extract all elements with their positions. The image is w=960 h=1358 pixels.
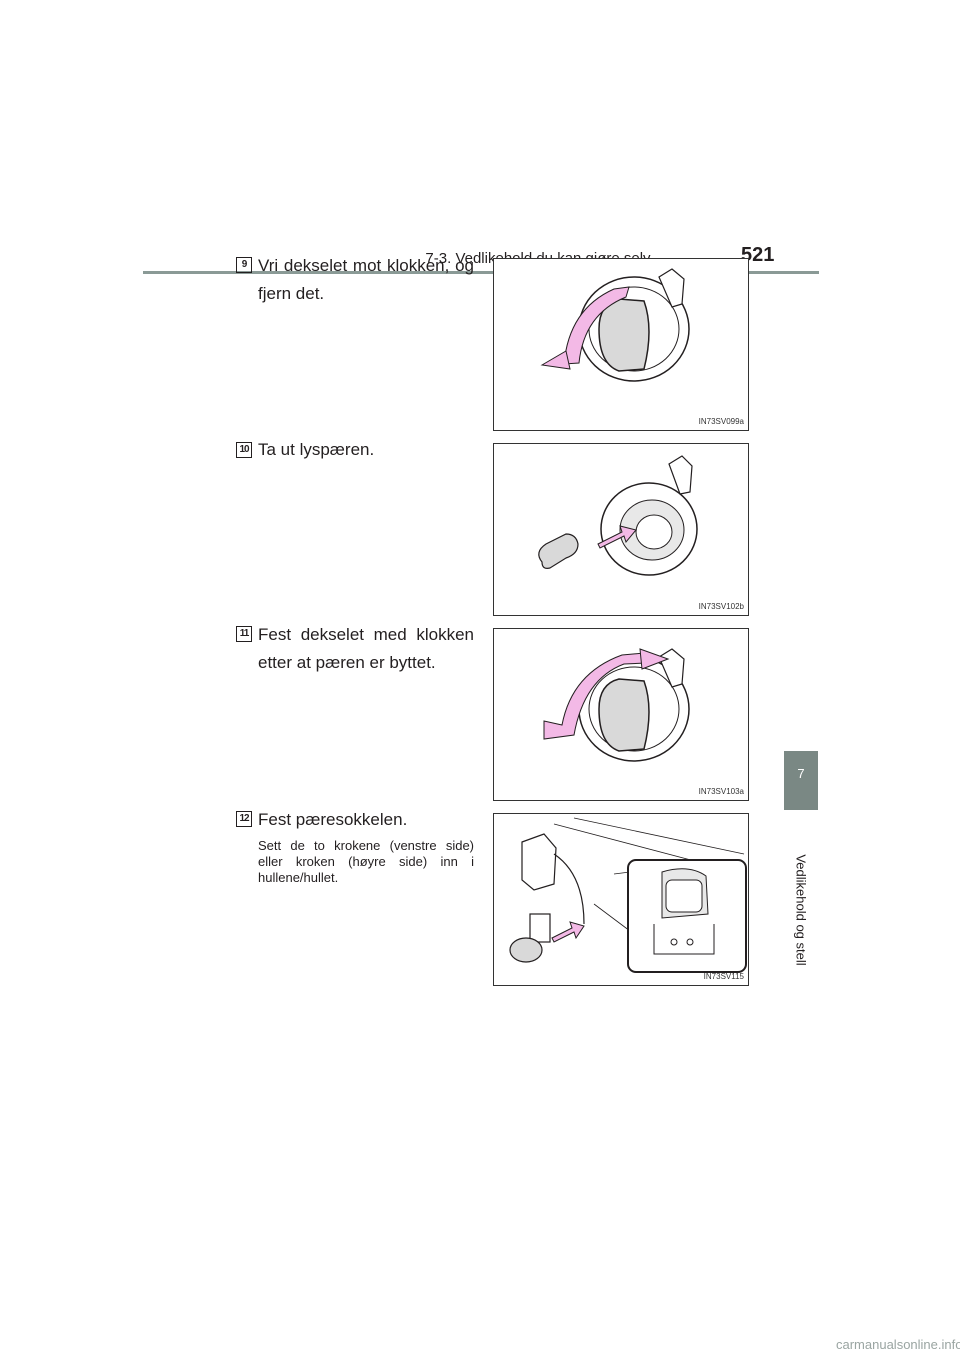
bulb-socket-install-illustration bbox=[509, 817, 747, 973]
step-note-12: Sett de to krokene (venstre side) eller … bbox=[258, 838, 474, 885]
step-text-10: Ta ut lyspæren. bbox=[258, 440, 375, 459]
socket-cover-removal-illustration bbox=[540, 268, 690, 382]
step-number-10: 10 bbox=[236, 442, 252, 458]
step-number-9: 9 bbox=[236, 257, 252, 273]
figure-code-9: IN73SV099a bbox=[698, 417, 744, 426]
watermark: carmanualsonline.info bbox=[836, 1337, 960, 1352]
chapter-tab bbox=[784, 751, 818, 810]
figure-code-12: IN73SV115 bbox=[703, 972, 744, 981]
socket-cover-install-illustration bbox=[543, 648, 690, 762]
figure-10: IN73SV102b bbox=[493, 443, 749, 616]
step-number-12: 12 bbox=[236, 811, 252, 827]
figure-code-10: IN73SV102b bbox=[698, 602, 744, 611]
figure-9: IN73SV099a bbox=[493, 258, 749, 431]
figure-11: IN73SV103a bbox=[493, 628, 749, 801]
bulb-removal-illustration bbox=[538, 455, 698, 576]
page-number: 521 bbox=[741, 244, 775, 266]
figure-code-11: IN73SV103a bbox=[698, 787, 744, 796]
step-text-9: Vri dekselet mot klokken, og fjern det. bbox=[258, 256, 474, 303]
chapter-number: 7 bbox=[797, 766, 805, 781]
header-rule bbox=[143, 271, 819, 274]
step-text-11: Fest dekselet med klokken etter at pæren… bbox=[258, 625, 474, 672]
step-number-11: 11 bbox=[236, 626, 252, 642]
figure-12: IN73SV115 bbox=[493, 813, 749, 986]
chapter-label: Vedlikehold og stell bbox=[793, 854, 809, 966]
step-text-12: Fest pæresokkelen. bbox=[258, 810, 408, 829]
